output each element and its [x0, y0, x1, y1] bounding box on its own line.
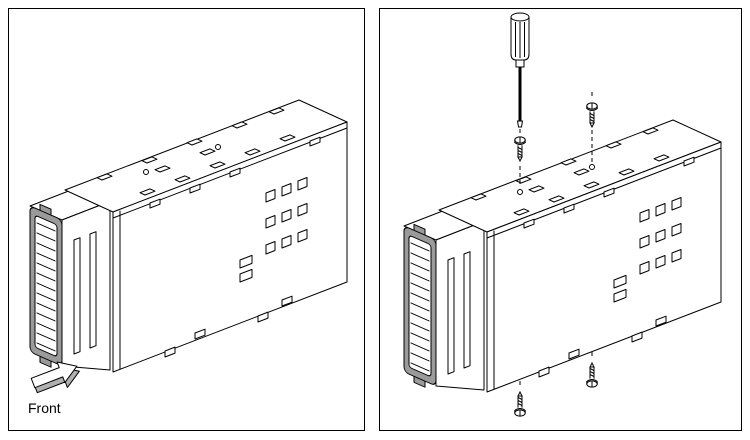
screwdriver — [510, 12, 530, 128]
alignment-dashes — [519, 92, 593, 388]
insertion-arrow-face — [30, 361, 78, 389]
insertion-arrow — [30, 361, 80, 394]
right-panel — [379, 8, 742, 431]
front-label: Front — [28, 400, 61, 416]
screwdriver-grip-lines — [515, 22, 525, 58]
screwdriver-tip — [517, 120, 523, 128]
screwdriver-handle-top — [510, 12, 530, 22]
left-panel: Front — [8, 8, 365, 431]
screwdriver-ferrule — [515, 59, 525, 68]
